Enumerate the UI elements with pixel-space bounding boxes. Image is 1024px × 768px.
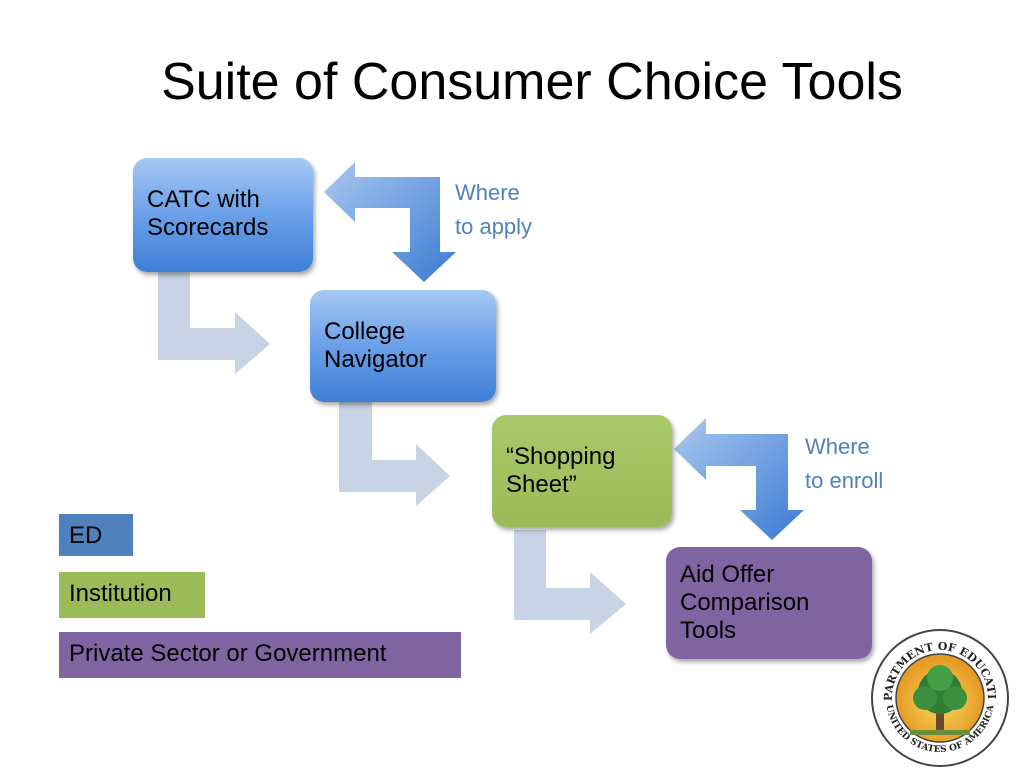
slide-title: Suite of Consumer Choice Tools — [161, 53, 903, 111]
label-where-to-apply-line1: Where — [455, 180, 520, 205]
legend-institution: Institution — [59, 572, 205, 618]
legend-ed: ED — [59, 514, 133, 556]
flow-arrow-catc-to-navigator — [158, 272, 270, 374]
box-catc-with-scorecards: CATC with Scorecards — [133, 158, 313, 272]
box-aid-offer-comparison-tools: Aid Offer Comparison Tools — [666, 547, 872, 659]
flow-arrow-shopping-to-aid — [514, 530, 626, 634]
label-where-to-enroll: Where to enroll — [805, 430, 883, 498]
legend-private-sector-or-government: Private Sector or Government — [59, 632, 461, 678]
label-where-to-enroll-line1: Where — [805, 434, 870, 459]
label-where-to-apply: Where to apply — [455, 176, 532, 244]
label-where-to-enroll-line2: to enroll — [805, 468, 884, 493]
box-shopping-sheet: “Shopping Sheet” — [492, 415, 672, 527]
uturn-arrow-where-to-enroll — [674, 418, 804, 540]
flow-arrow-navigator-to-shopping — [339, 402, 450, 506]
box-college-navigator: College Navigator — [310, 290, 496, 402]
department-of-education-seal-icon: DEPARTMENT OF EDUCATION UNITED STATES OF… — [870, 628, 1009, 767]
uturn-arrow-where-to-apply — [324, 162, 456, 282]
label-where-to-apply-line2: to apply — [455, 214, 533, 239]
